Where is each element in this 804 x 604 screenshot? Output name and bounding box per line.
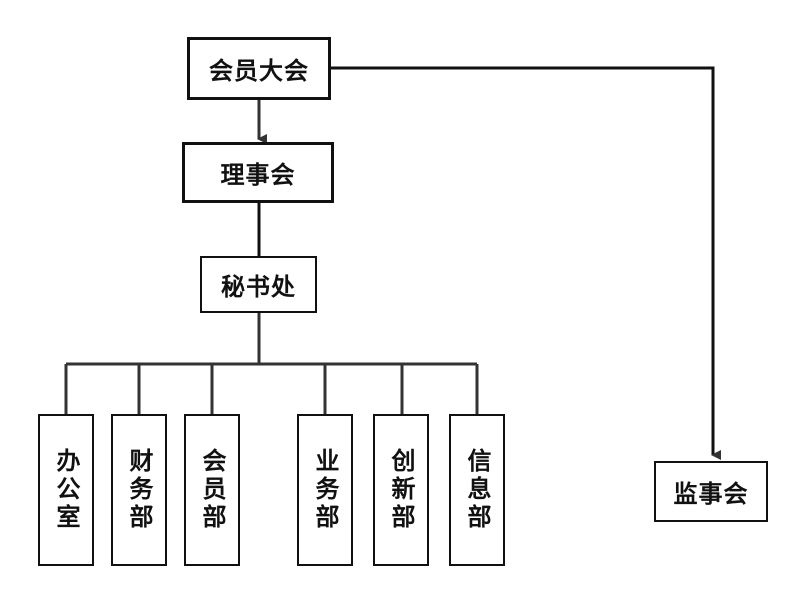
dept-finance-label: 财务部 bbox=[125, 448, 153, 532]
node-board: 理事会 bbox=[182, 142, 334, 203]
dept-office-label: 办公室 bbox=[52, 448, 80, 532]
dept-information: 信息部 bbox=[449, 414, 505, 566]
dept-innovation-label: 创新部 bbox=[387, 448, 415, 532]
dept-information-label: 信息部 bbox=[463, 448, 491, 532]
node-general-assembly: 会员大会 bbox=[187, 37, 331, 100]
dept-business-label: 业务部 bbox=[311, 448, 339, 532]
dept-finance: 财务部 bbox=[111, 414, 167, 566]
dept-membership: 会员部 bbox=[184, 414, 240, 566]
dept-membership-label: 会员部 bbox=[198, 448, 226, 532]
dept-business: 业务部 bbox=[297, 414, 353, 566]
dept-office: 办公室 bbox=[38, 414, 94, 566]
connector-top-to-supervisory bbox=[331, 66, 721, 460]
node-supervisory: 监事会 bbox=[654, 461, 768, 522]
node-secretariat: 秘书处 bbox=[200, 256, 317, 313]
dept-innovation: 创新部 bbox=[373, 414, 429, 566]
